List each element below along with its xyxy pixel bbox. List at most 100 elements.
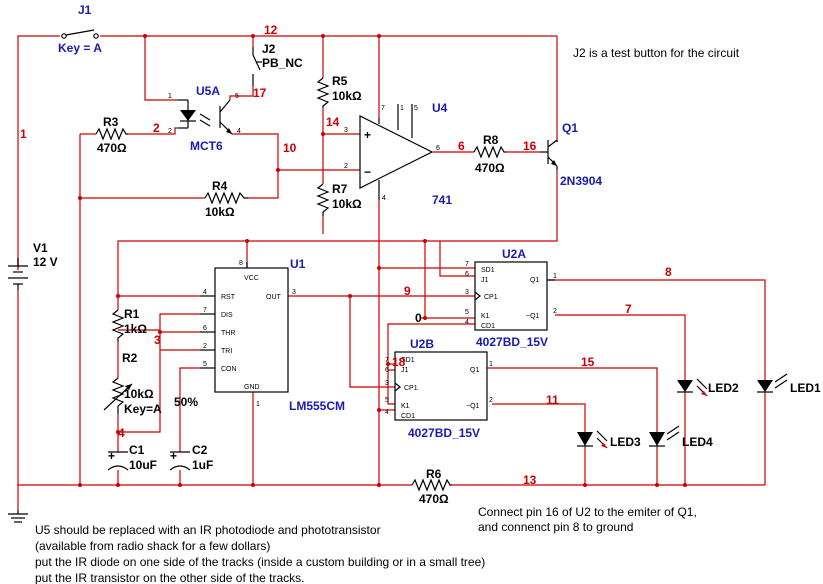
q1-transistor: Q1 2N3904 xyxy=(540,121,602,188)
svg-text:8: 8 xyxy=(239,260,243,267)
svg-text:CON: CON xyxy=(221,366,237,373)
svg-text:R7: R7 xyxy=(332,182,348,196)
svg-text:Q1: Q1 xyxy=(530,277,539,284)
svg-text:2: 2 xyxy=(168,128,172,135)
u2a-value: 4027BD_15V xyxy=(476,335,548,349)
svg-text:−: − xyxy=(364,165,371,179)
svg-text:6: 6 xyxy=(458,139,465,153)
svg-text:2: 2 xyxy=(203,343,207,350)
svg-text:LED4: LED4 xyxy=(682,435,713,449)
svg-text:CD1: CD1 xyxy=(481,323,495,330)
svg-text:3: 3 xyxy=(385,380,389,387)
svg-text:~Q1: ~Q1 xyxy=(526,313,540,320)
svg-text:4: 4 xyxy=(118,426,125,440)
svg-text:R2: R2 xyxy=(122,351,138,365)
note-u5-2: (available from radio shack for a few do… xyxy=(35,539,270,553)
svg-text:10: 10 xyxy=(283,141,297,155)
ground-symbol xyxy=(8,510,28,523)
note-connect-2: and connenct pin 8 to ground xyxy=(478,520,633,534)
svg-text:R4: R4 xyxy=(212,179,228,193)
svg-text:8: 8 xyxy=(665,265,672,279)
u2b-value: 4027BD_15V xyxy=(408,426,480,440)
svg-text:2: 2 xyxy=(553,308,557,315)
j2-value: PB_NC xyxy=(262,56,303,70)
svg-text:K1: K1 xyxy=(401,403,410,410)
svg-text:7: 7 xyxy=(465,261,469,268)
svg-text:0: 0 xyxy=(415,311,422,325)
j1-ref: J1 xyxy=(78,3,92,17)
j1-key: Key = A xyxy=(58,41,102,55)
svg-text:5: 5 xyxy=(385,397,389,404)
svg-text:1: 1 xyxy=(168,93,172,100)
u1-value: LM555CM xyxy=(289,399,345,413)
svg-text:+: + xyxy=(108,449,115,463)
svg-text:4: 4 xyxy=(385,409,389,416)
u4-opamp: + − 3 2 6 7 1 5 4 U4 741 xyxy=(344,101,452,207)
svg-text:1kΩ: 1kΩ xyxy=(124,322,147,336)
note-u5-4: put the IR transistor on the other side … xyxy=(35,571,304,584)
u5a-optocoupler: 1 2 5 4 U5A MCT6 xyxy=(168,84,241,153)
svg-text:10uF: 10uF xyxy=(129,458,157,472)
j2-button: J2 PB_NC xyxy=(252,42,303,86)
u2a-flipflop: SD1 J1 CP1 K1 CD1 Q1 ~Q1 7 6 3 5 4 1 2 U… xyxy=(465,247,557,349)
led3: LED3 xyxy=(577,430,641,449)
svg-text:3: 3 xyxy=(292,289,296,296)
svg-text:9: 9 xyxy=(404,284,411,298)
svg-text:CP1: CP1 xyxy=(404,385,418,392)
svg-text:1: 1 xyxy=(256,401,260,408)
svg-text:5: 5 xyxy=(203,361,207,368)
svg-text:3: 3 xyxy=(154,333,161,347)
svg-text:11: 11 xyxy=(546,393,559,407)
svg-text:Q1: Q1 xyxy=(470,367,479,374)
svg-text:R3: R3 xyxy=(103,115,119,129)
svg-text:6: 6 xyxy=(203,325,207,332)
j1-switch: J1 Key = A xyxy=(58,3,102,55)
svg-text:10kΩ: 10kΩ xyxy=(124,387,154,401)
svg-text:15: 15 xyxy=(581,355,595,369)
svg-text:C1: C1 xyxy=(129,443,145,457)
led4: LED4 xyxy=(649,425,713,449)
u2b-ref: U2B xyxy=(410,337,434,351)
svg-text:17: 17 xyxy=(253,86,267,100)
svg-text:C2: C2 xyxy=(192,443,208,457)
resistor-r7: R7 10kΩ xyxy=(316,182,362,216)
led2: LED2 xyxy=(677,378,739,397)
resistor-r8: R8 470Ω xyxy=(473,133,506,175)
svg-text:2: 2 xyxy=(344,163,348,170)
svg-text:4: 4 xyxy=(203,289,207,296)
svg-text:470Ω: 470Ω xyxy=(97,141,127,155)
v1-value: 12 V xyxy=(33,255,58,269)
svg-text:7: 7 xyxy=(381,105,385,112)
svg-text:18: 18 xyxy=(392,355,406,369)
svg-text:4: 4 xyxy=(237,128,241,135)
capacitor-c1: + C1 10uF xyxy=(107,443,157,472)
svg-text:5: 5 xyxy=(235,93,239,100)
v1-ref: V1 xyxy=(33,241,48,255)
svg-text:3: 3 xyxy=(344,127,348,134)
u2b-flipflop: SD1 J1 CP1 K1 CD1 Q1 ~Q1 7 6 3 5 4 1 2 U… xyxy=(385,337,493,440)
resistor-r3: R3 470Ω xyxy=(95,115,128,155)
svg-text:4: 4 xyxy=(382,195,386,202)
svg-text:CP1: CP1 xyxy=(484,294,498,301)
u5a-value: MCT6 xyxy=(190,139,223,153)
svg-text:10kΩ: 10kΩ xyxy=(332,197,362,211)
q1-value: 2N3904 xyxy=(560,174,602,188)
svg-text:R8: R8 xyxy=(483,133,499,147)
svg-text:GND: GND xyxy=(244,384,260,391)
u5a-ref: U5A xyxy=(196,84,220,98)
u4-ref: U4 xyxy=(432,101,448,115)
svg-text:Key=A: Key=A xyxy=(124,402,162,416)
notes: J2 is a test button for the circuit Conn… xyxy=(35,46,740,584)
svg-text:13: 13 xyxy=(523,473,537,487)
resistor-r1: R1 1kΩ xyxy=(111,307,147,342)
svg-text:K1: K1 xyxy=(481,313,490,320)
svg-text:5: 5 xyxy=(465,309,469,316)
svg-text:10kΩ: 10kΩ xyxy=(332,89,362,103)
svg-text:4: 4 xyxy=(465,319,469,326)
svg-text:1: 1 xyxy=(553,273,557,280)
svg-text:2: 2 xyxy=(489,397,493,404)
svg-text:LED1: LED1 xyxy=(790,381,821,395)
svg-text:J1: J1 xyxy=(481,277,489,284)
